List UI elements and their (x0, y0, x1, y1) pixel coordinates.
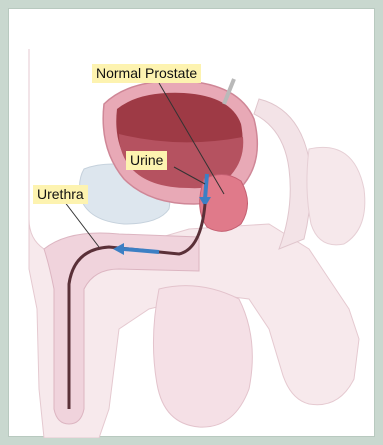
scrotum (153, 286, 252, 427)
label-urine: Urine (126, 151, 167, 170)
diagram-frame: Normal Prostate Urine Urethra (8, 8, 375, 437)
label-normal-prostate: Normal Prostate (92, 64, 201, 83)
urine-arrow (205, 174, 207, 199)
buttock (307, 147, 365, 245)
label-urethra: Urethra (33, 185, 88, 204)
